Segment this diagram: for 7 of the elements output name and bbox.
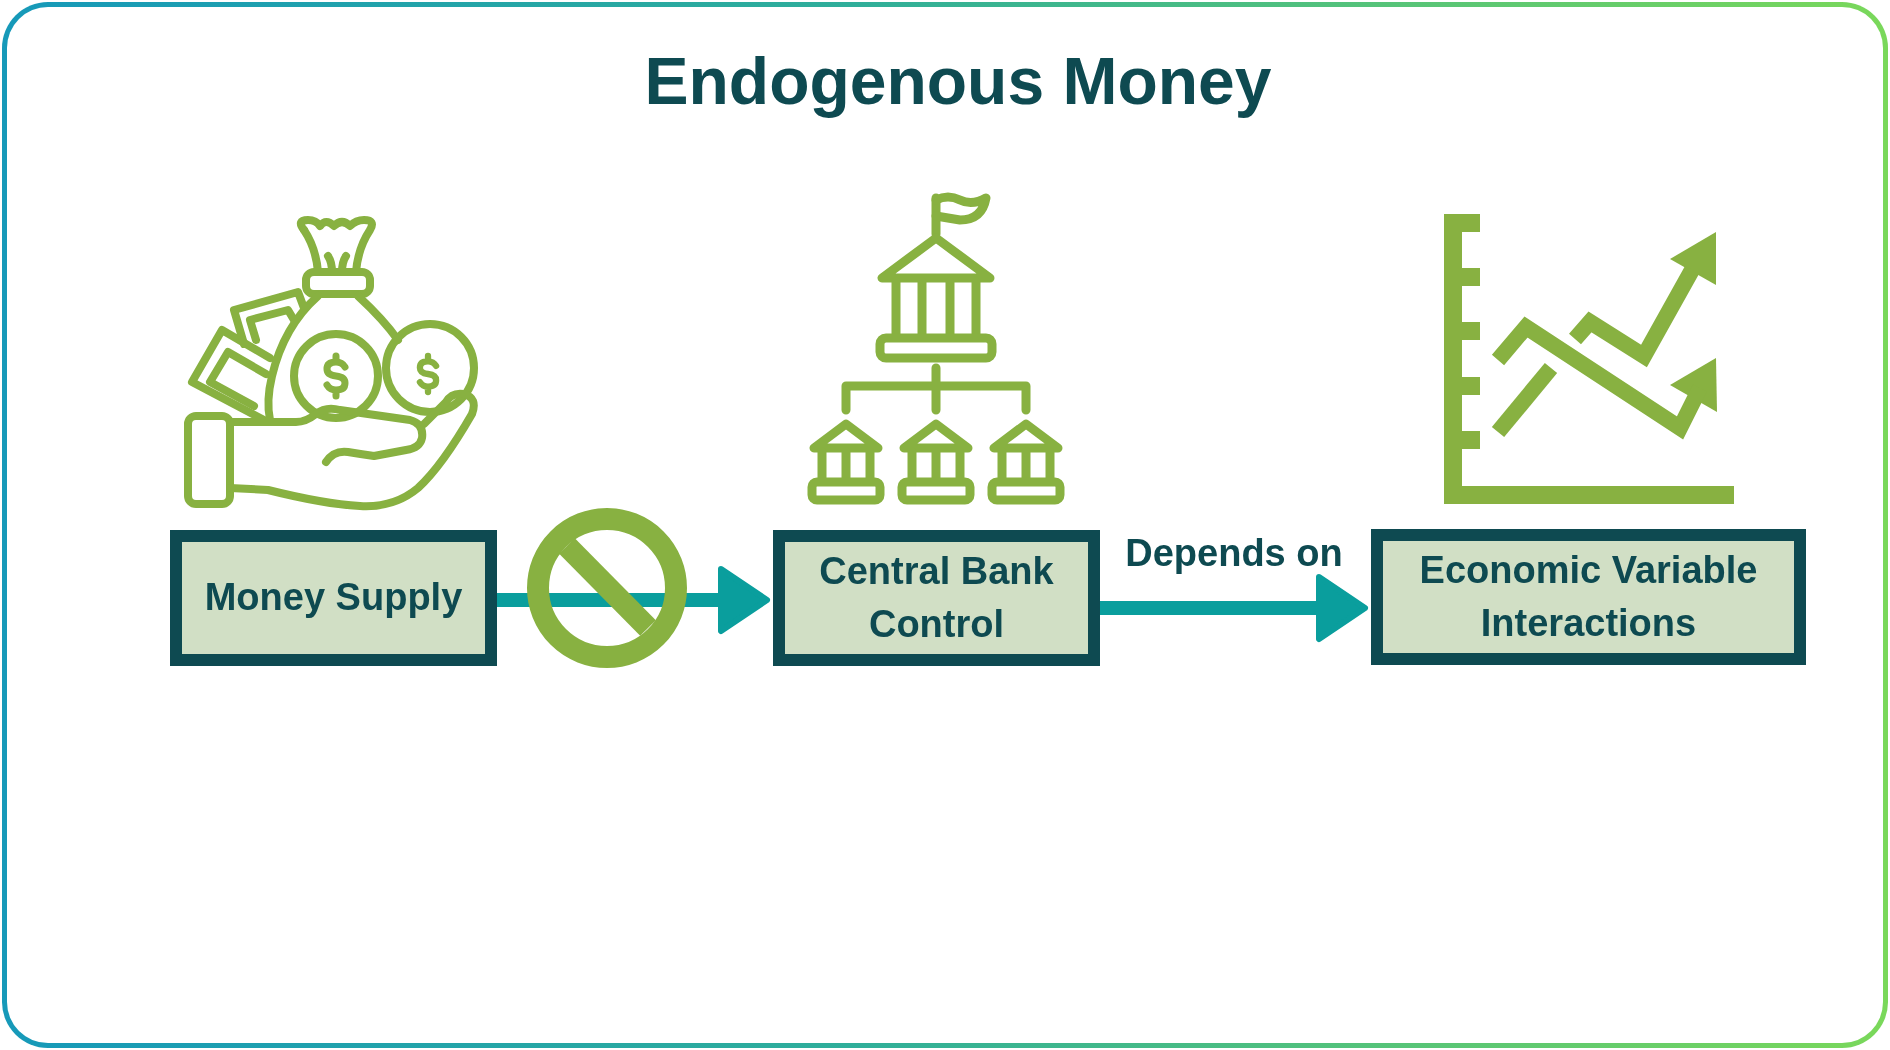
node-label: Money Supply [204,575,463,621]
process-box [773,530,1100,666]
node-label: Central Bank Control [818,548,1055,647]
process-box [1371,529,1806,665]
process-box [170,530,497,666]
node-label: Economic Variable Interactions [1418,547,1759,646]
arrow [1100,574,1368,642]
